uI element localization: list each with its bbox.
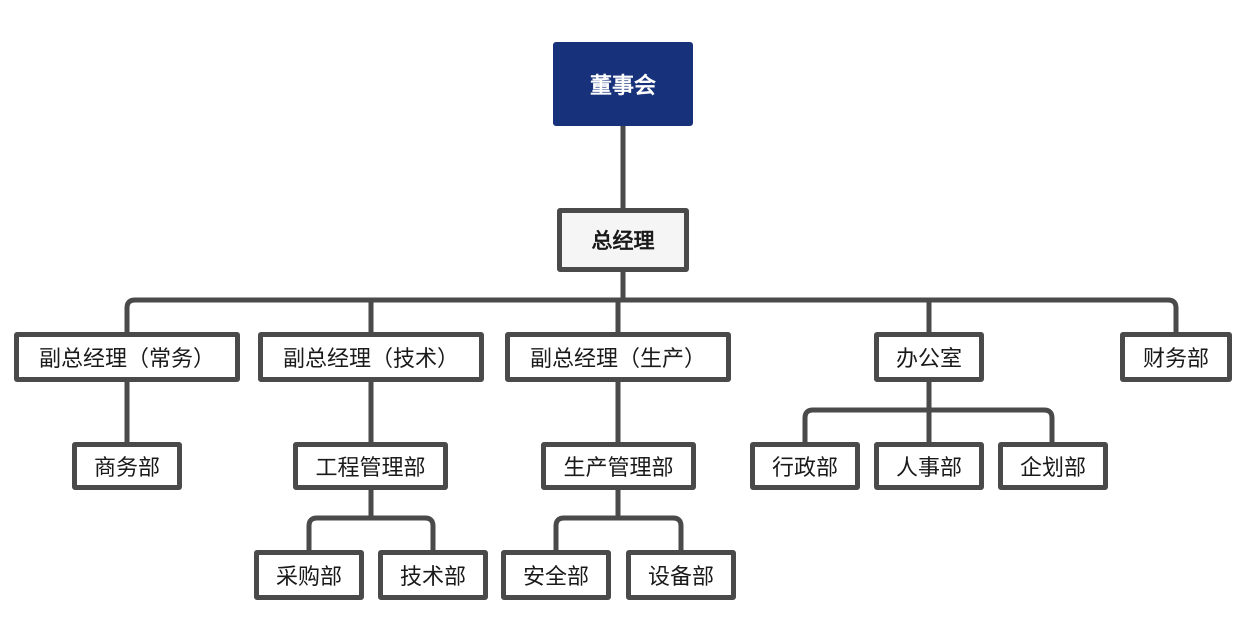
node-business-label: 商务部 [93, 456, 160, 481]
node-office-label: 办公室 [895, 347, 962, 372]
node-vp-tech-label: 副总经理（技术） [282, 347, 459, 372]
node-hr: 人事部 [874, 442, 984, 490]
node-vp-general: 副总经理（常务） [14, 332, 240, 382]
node-planning: 企划部 [998, 442, 1108, 490]
node-finance: 财务部 [1120, 332, 1232, 382]
node-vp-general-label: 副总经理（常务） [38, 347, 215, 372]
node-engineering-label: 工程管理部 [315, 456, 426, 481]
node-admin-label: 行政部 [771, 456, 838, 481]
node-technology-label: 技术部 [399, 565, 466, 590]
node-admin: 行政部 [750, 442, 860, 490]
connector-production-children [553, 515, 684, 555]
node-safety: 安全部 [501, 550, 611, 600]
node-production-mgmt-label: 生产管理部 [563, 456, 674, 481]
node-production-mgmt: 生产管理部 [541, 442, 696, 490]
node-business: 商务部 [72, 442, 182, 490]
node-purchasing: 采购部 [254, 550, 364, 600]
node-purchasing-label: 采购部 [275, 565, 342, 590]
node-vp-production: 副总经理（生产） [505, 332, 731, 382]
node-safety-label: 安全部 [522, 565, 589, 590]
node-hr-label: 人事部 [895, 456, 962, 481]
node-vp-tech: 副总经理（技术） [258, 332, 484, 382]
node-engineering: 工程管理部 [293, 442, 448, 490]
node-vp-production-label: 副总经理（生产） [529, 347, 706, 372]
node-equipment-label: 设备部 [647, 565, 714, 590]
node-equipment: 设备部 [626, 550, 736, 600]
connector-engineering-children [306, 515, 436, 555]
node-board: 董事会 [553, 42, 693, 126]
node-finance-label: 财务部 [1142, 347, 1209, 372]
node-general-manager: 总经理 [557, 208, 689, 272]
node-general-manager-label: 总经理 [591, 229, 655, 253]
node-planning-label: 企划部 [1019, 456, 1086, 481]
node-office: 办公室 [874, 332, 984, 382]
connector-gm-level2 [124, 297, 1179, 337]
node-technology: 技术部 [378, 550, 488, 600]
node-board-label: 董事会 [589, 74, 656, 99]
